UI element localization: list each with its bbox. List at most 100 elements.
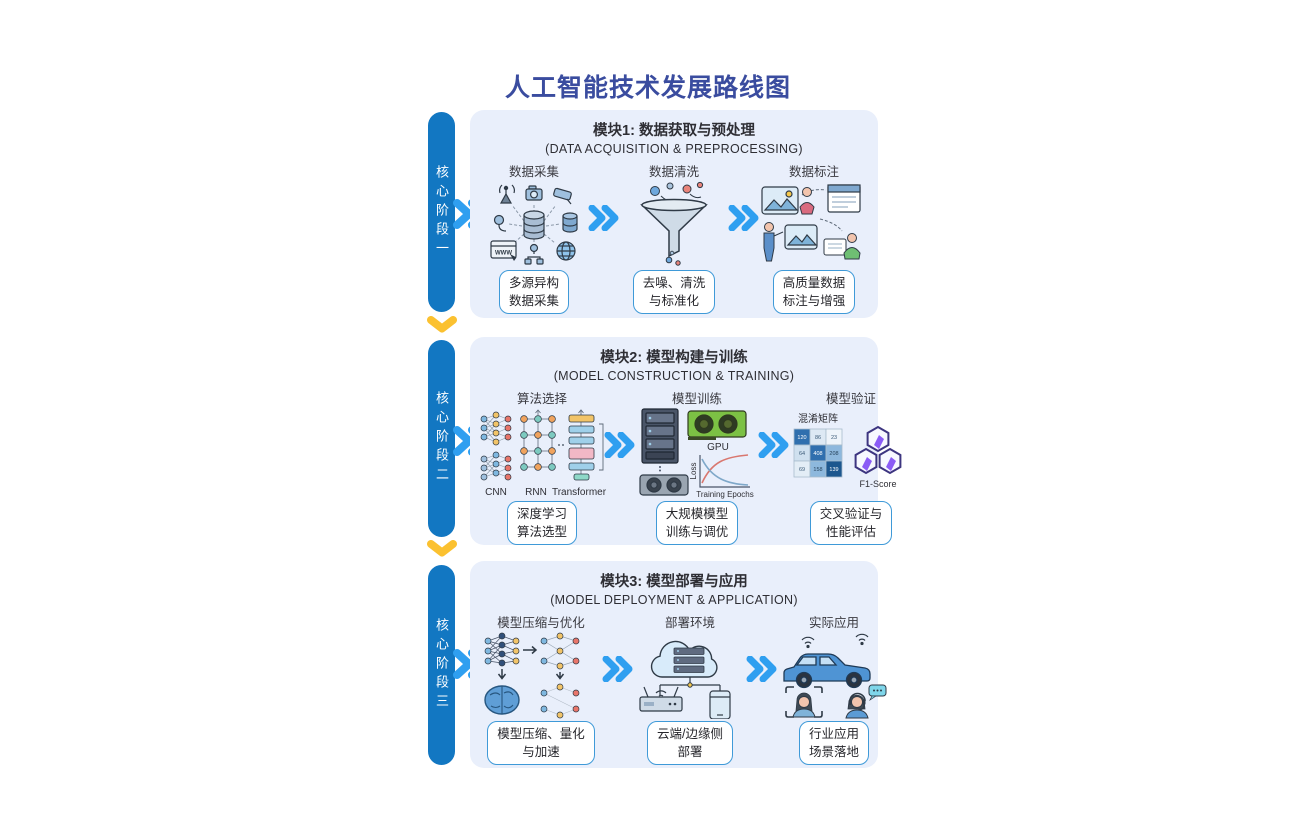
- pruned-network-icon: [540, 632, 580, 670]
- smartphone-icon: [709, 690, 731, 719]
- ellipsis-dots: [659, 466, 661, 472]
- svg-text:158: 158: [813, 467, 822, 473]
- module-3-title: 模块3: 模型部署与应用: [600, 574, 748, 590]
- svg-text:139: 139: [829, 467, 838, 473]
- flow-arrow-icon: [602, 656, 633, 682]
- database-icon: [523, 210, 545, 240]
- image-thumbnail-icon: [784, 224, 818, 250]
- stage-bar-1: 核心阶段一: [428, 112, 455, 312]
- annotation-form-icon: [827, 184, 861, 213]
- module-1-subtitle: (DATA ACQUISITION & PREPROCESSING): [545, 142, 803, 156]
- module-1-panel: 模块1: 数据获取与预处理 (DATA ACQUISITION & PREPRO…: [470, 110, 878, 318]
- module-2-title: 模块2: 模型构建与训练: [600, 350, 748, 366]
- step-result-box: 高质量数据 标注与增强: [772, 270, 856, 314]
- database-stack-icon: [562, 212, 578, 233]
- step-algorithm-selection: 算法选择: [480, 386, 606, 545]
- transformer-diagram-icon: [568, 409, 604, 481]
- step-result-box: 多源异构 数据采集: [498, 270, 569, 314]
- ai-applications-icon: [783, 633, 887, 719]
- stage-down-arrow-icon: [427, 540, 457, 557]
- stage-bar-3: 核心阶段三: [428, 565, 455, 765]
- globe-icon: [556, 241, 576, 261]
- svg-text:WWW: WWW: [495, 251, 512, 257]
- step-model-training: 模型训练: [636, 386, 758, 545]
- gpu-card-icon: [639, 474, 689, 496]
- antenna-icon: [499, 184, 515, 204]
- stage-2-label: 核心阶段二: [434, 391, 449, 486]
- stage-1-label: 核心阶段一: [434, 164, 449, 260]
- multi-source-data-icon: WWW: [490, 184, 578, 265]
- brain-icon: [484, 685, 520, 715]
- flow-arrow-icon: [758, 432, 789, 458]
- svg-text:Transformer: Transformer: [552, 487, 606, 498]
- training-hardware-icon: GPU Loss Training Epochs: [639, 408, 754, 499]
- step-result-box: 去噪、清洗 与标准化: [632, 270, 716, 314]
- step-result-box: 行业应用 场景落地: [798, 721, 869, 765]
- step-result-box: 交叉验证与 性能评估: [809, 501, 893, 545]
- cnn-diagram-icon: [480, 411, 512, 481]
- module-3-subtitle: (MODEL DEPLOYMENT & APPLICATION): [550, 593, 798, 607]
- step-data-annotation: 数据标注: [760, 159, 868, 314]
- funnel-icon: [640, 181, 708, 266]
- confusion-matrix-icon: [793, 428, 843, 478]
- svg-text:CNN: CNN: [485, 487, 507, 498]
- module-2-subtitle: (MODEL CONSTRUCTION & TRAINING): [553, 369, 795, 383]
- step-model-validation: 模型验证 混淆矩阵: [790, 386, 912, 545]
- step-data-collection: 数据采集: [480, 159, 588, 314]
- sparse-network-icon: [540, 683, 580, 719]
- step-result-box: 大规模模型 训练与调优: [655, 501, 739, 545]
- step-real-world-application: 实际应用: [778, 610, 890, 765]
- stage-down-arrow-icon: [427, 316, 457, 333]
- stage-3-label: 核心阶段三: [434, 617, 449, 713]
- network-tree-icon: [524, 243, 544, 265]
- svg-text:408: 408: [813, 451, 822, 457]
- model-validation-icon: 混淆矩阵 120: [793, 412, 902, 489]
- svg-text:混淆矩阵: 混淆矩阵: [798, 412, 838, 425]
- cloud-edge-deployment-icon: [639, 640, 731, 719]
- image-thumbnail-icon: [761, 186, 799, 215]
- support-agent-icon: [845, 684, 887, 719]
- flow-arrow-icon: [604, 432, 635, 458]
- module-3-panel: 模块3: 模型部署与应用 (MODEL DEPLOYMENT & APPLICA…: [470, 561, 887, 768]
- module-1-title: 模块1: 数据获取与预处理: [593, 123, 755, 139]
- autonomous-car-icon: [783, 653, 871, 689]
- cctv-icon: [553, 187, 572, 205]
- step-model-compression: 模型压缩与优化: [480, 610, 602, 765]
- model-compression-icon: [484, 632, 580, 719]
- module-2-panel: 模块2: 模型构建与训练 (MODEL CONSTRUCTION & TRAIN…: [470, 337, 902, 545]
- camera-icon: [525, 185, 543, 201]
- web-browser-icon: WWW: [490, 240, 517, 261]
- svg-text:208: 208: [829, 451, 838, 457]
- step-data-cleaning: 数据清洗: [620, 159, 728, 314]
- flow-arrow-icon: [728, 205, 759, 231]
- f1-score-hexagons-icon: [854, 425, 902, 475]
- svg-text:86: 86: [815, 435, 821, 441]
- labeling-person-icon: [823, 233, 861, 260]
- rnn-diagram-icon: [520, 409, 556, 471]
- page-title: 人工智能技术发展路线图: [504, 74, 791, 102]
- step-result-box: 深度学习 算法选型: [506, 501, 577, 545]
- svg-text:64: 64: [799, 451, 805, 457]
- flow-arrow-icon: [746, 656, 777, 682]
- ellipsis-dots: [558, 444, 564, 446]
- wifi-signal-icon: [801, 633, 869, 649]
- step-result-box: 云端/边缘侧 部署: [647, 721, 733, 765]
- gpu-card-icon: [687, 410, 747, 440]
- loss-curve-chart-icon: Loss Training Epochs: [689, 454, 754, 499]
- face-recognition-icon: [785, 686, 823, 718]
- server-rack-icon: [641, 408, 679, 464]
- dense-network-icon: [484, 632, 520, 667]
- svg-text:23: 23: [831, 435, 837, 441]
- svg-text:GPU: GPU: [707, 442, 729, 453]
- svg-text:F1-Score: F1-Score: [859, 479, 896, 489]
- svg-text:120: 120: [797, 435, 806, 441]
- svg-text:69: 69: [799, 467, 805, 473]
- svg-text:Loss: Loss: [689, 463, 698, 480]
- edge-router-icon: [639, 686, 683, 712]
- annotator-person-icon: [799, 187, 815, 215]
- step-result-box: 模型压缩、量化 与加速: [487, 721, 595, 765]
- svg-text:RNN: RNN: [525, 487, 547, 498]
- svg-text:Training Epochs: Training Epochs: [696, 490, 754, 499]
- chat-bubble-icon: [868, 684, 887, 702]
